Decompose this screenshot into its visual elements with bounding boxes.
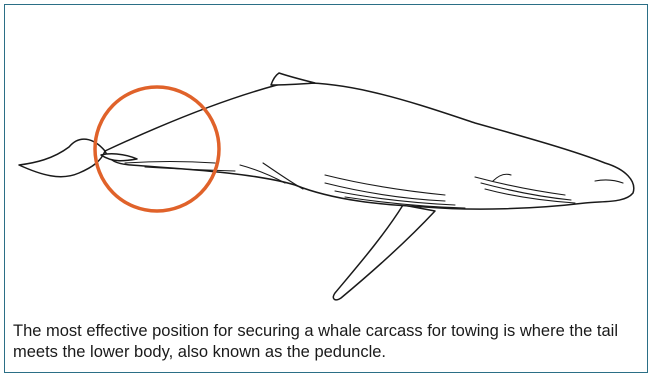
humpback-whale-icon [5, 5, 646, 317]
whale-body [105, 83, 634, 209]
figure-caption: The most effective position for securing… [13, 321, 639, 363]
figure-frame: The most effective position for securing… [4, 4, 648, 373]
whale-flipper [333, 205, 435, 300]
whale-dorsal-fin [271, 73, 315, 85]
whale-tail-fluke [19, 139, 105, 177]
